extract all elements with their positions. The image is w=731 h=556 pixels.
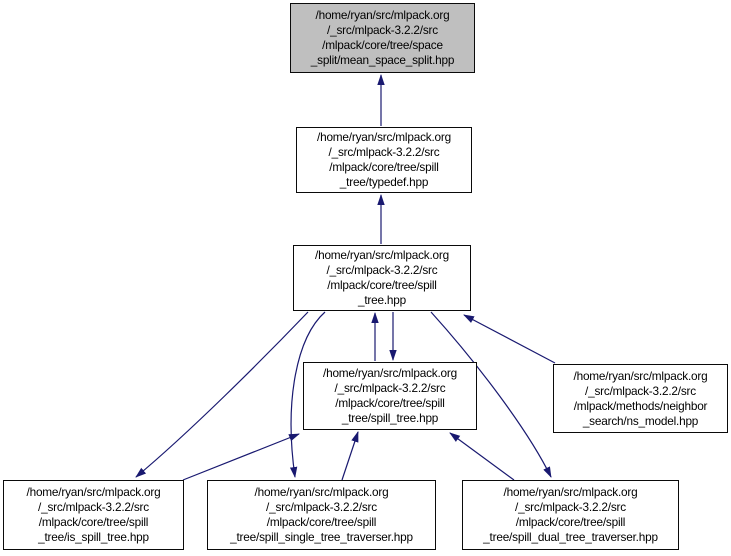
node-label-line: /home/ryan/src/mlpack.org [315, 8, 450, 22]
node-spill-tree-hpp[interactable]: /home/ryan/src/mlpack.org /_src/mlpack-3… [293, 245, 471, 311]
node-is-spill-tree-hpp[interactable]: /home/ryan/src/mlpack.org /_src/mlpack-3… [3, 480, 184, 550]
node-label-line: /home/ryan/src/mlpack.org [26, 485, 161, 499]
node-label-line: _tree/typedef.hpp [339, 175, 429, 189]
node-label-line: /_src/mlpack-3.2.2/src [585, 383, 696, 398]
node-label-line: /home/ryan/src/mlpack.org [503, 485, 638, 499]
node-spill-dual-tree-traverser-hpp[interactable]: /home/ryan/src/mlpack.org /_src/mlpack-3… [462, 480, 679, 550]
edge-ns-model-to-spill-tree [463, 314, 556, 364]
node-mean-space-split-hpp[interactable]: /home/ryan/src/mlpack.org /_src/mlpack-3… [290, 3, 475, 73]
node-label-line: /_src/mlpack-3.2.2/src [327, 23, 438, 37]
node-label-line: /home/ryan/src/mlpack.org [315, 248, 449, 262]
node-label-line: /mlpack/core/tree/spill [335, 396, 445, 410]
node-label-line: _tree/is_spill_tree.hpp [38, 530, 149, 544]
edge-spill-dual-tree-traverser-to-spill-tree-spill-tree [449, 432, 515, 481]
node-label-line: /_src/mlpack-3.2.2/src [334, 381, 446, 395]
node-label-line: _tree.hpp [357, 293, 407, 307]
node-label-line: /mlpack/methods/neighbor [573, 398, 708, 413]
node-label-line: /mlpack/core/tree/space [322, 38, 443, 52]
node-label-line: /_src/mlpack-3.2.2/src [326, 263, 438, 277]
node-label-line: /home/ryan/src/mlpack.org [254, 485, 389, 499]
edge-spill-tree-to-is-spill-tree [135, 311, 309, 478]
node-label-line: /mlpack/core/tree/spill [515, 515, 626, 529]
node-label-line: /_src/mlpack-3.2.2/src [266, 500, 377, 514]
node-label-line: /home/ryan/src/mlpack.org [317, 130, 451, 144]
node-ns-model-hpp[interactable]: /home/ryan/src/mlpack.org /_src/mlpack-3… [553, 364, 728, 433]
edge-is-spill-tree-to-spill-tree-spill-tree [182, 433, 300, 481]
node-label-line: /_src/mlpack-3.2.2/src [515, 500, 626, 514]
node-label-line: /home/ryan/src/mlpack.org [323, 366, 457, 380]
edge-spill-single-tree-traverser-to-spill-tree-spill-tree [341, 431, 359, 481]
node-label-line: _tree/spill_single_tree_traverser.hpp [230, 530, 413, 544]
node-spill-single-tree-traverser-hpp[interactable]: /home/ryan/src/mlpack.org /_src/mlpack-3… [207, 480, 436, 550]
node-spill-tree-spill-tree-hpp[interactable]: /home/ryan/src/mlpack.org /_src/mlpack-3… [303, 362, 477, 430]
node-label-line: /mlpack/core/tree/spill [38, 515, 149, 529]
node-label-line: /mlpack/core/tree/spill [266, 515, 377, 529]
node-label-line: /_src/mlpack-3.2.2/src [328, 145, 440, 159]
node-typedef-hpp[interactable]: /home/ryan/src/mlpack.org /_src/mlpack-3… [296, 127, 472, 193]
node-label-line: /mlpack/core/tree/spill [329, 160, 439, 174]
node-label-line: _tree/spill_dual_tree_traverser.hpp [483, 530, 658, 544]
node-label-line: /_src/mlpack-3.2.2/src [38, 500, 149, 514]
node-label-line: _search/ns_model.hpp [582, 413, 699, 428]
node-label-line: /mlpack/core/tree/spill [327, 278, 437, 292]
node-label-line: _tree/spill_tree.hpp [341, 411, 439, 425]
node-label-line: /home/ryan/src/mlpack.org [573, 368, 708, 383]
edge-spill-tree-to-spill-single-tree-traverser [289, 311, 326, 478]
edge-spill-tree-to-spill-dual-tree-traverser [430, 311, 552, 478]
node-label-line: _split/mean_space_split.hpp [310, 53, 455, 67]
